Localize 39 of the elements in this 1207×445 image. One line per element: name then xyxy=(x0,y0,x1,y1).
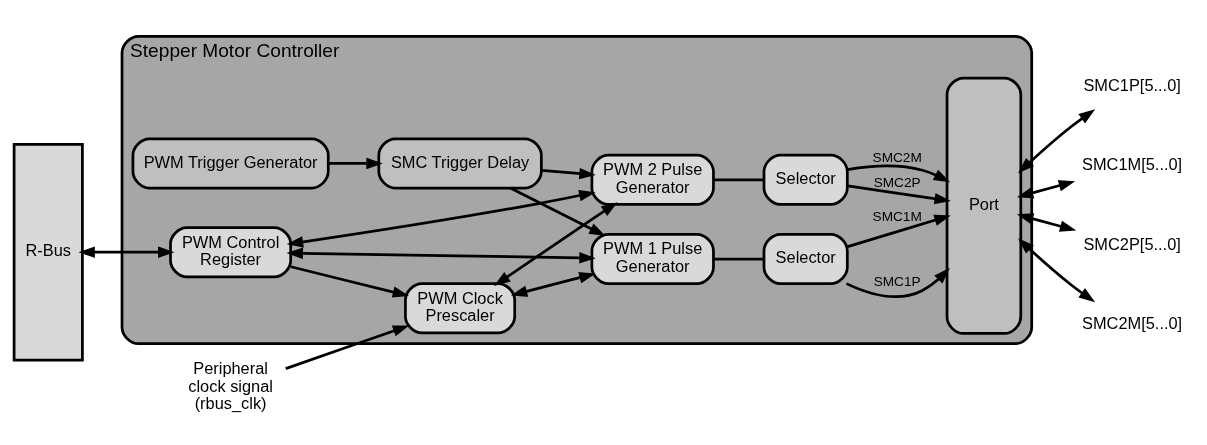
arrow xyxy=(509,186,606,237)
node-box: Selector xyxy=(762,233,849,285)
arrow xyxy=(328,157,383,170)
node-box: Port xyxy=(945,76,1023,335)
node-box: Selector xyxy=(762,153,849,206)
edge-label: SMC2M xyxy=(872,150,922,166)
arrow xyxy=(1018,109,1096,174)
arrow xyxy=(1016,213,1077,232)
arrow xyxy=(1016,180,1076,199)
node-box: PWM Control Register xyxy=(169,226,293,279)
node-text: SMC2P[5...0] xyxy=(1083,234,1181,253)
arrow xyxy=(285,325,410,370)
node-box: PWM Trigger Generator xyxy=(131,137,330,190)
node-text: SMC2M[5...0] xyxy=(1082,313,1183,332)
arrow xyxy=(1018,238,1096,303)
node-text: SMC1M[5...0] xyxy=(1082,155,1183,174)
arrow xyxy=(845,267,950,298)
edge-label: SMC2P xyxy=(873,174,921,190)
arrow xyxy=(541,167,596,180)
node-box: R-Bus xyxy=(12,142,84,362)
arrow xyxy=(290,265,410,298)
edge-label: SMC1M xyxy=(872,208,922,224)
node-box: SMC Trigger Delay xyxy=(377,137,543,190)
node-text: Peripheral clock signal (rbus_clk) xyxy=(188,358,273,413)
arrow xyxy=(78,246,175,258)
node-box: PWM 1 Pulse Generator xyxy=(590,233,715,285)
node-box: PWM Clock Prescaler xyxy=(404,282,517,335)
arrow xyxy=(493,202,618,286)
arrow xyxy=(847,164,951,183)
node-text: SMC1P[5...0] xyxy=(1083,76,1181,95)
arrow xyxy=(510,272,596,297)
arrow xyxy=(286,189,596,248)
node-box: PWM 2 Pulse Generator xyxy=(590,153,715,206)
connector xyxy=(713,178,764,182)
arrow xyxy=(847,214,951,248)
edge-label: SMC1P xyxy=(873,274,921,290)
connector xyxy=(713,257,764,261)
arrow xyxy=(847,184,951,205)
arrow xyxy=(286,247,596,264)
